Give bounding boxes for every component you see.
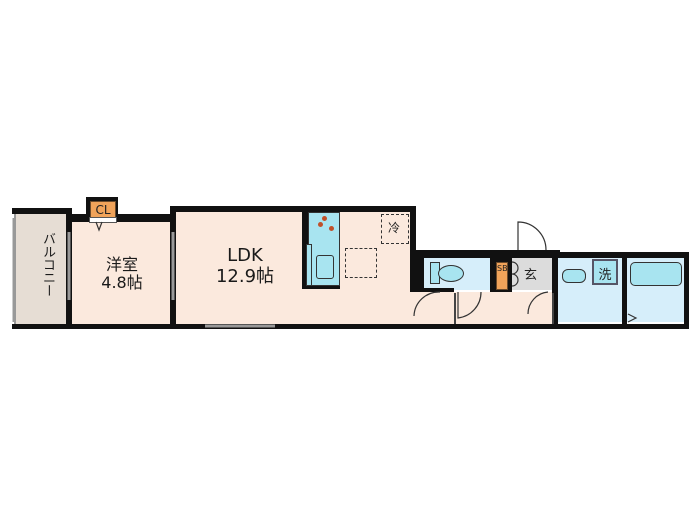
wall xyxy=(170,206,416,212)
stove-burner-icon xyxy=(318,222,323,227)
wall xyxy=(12,208,72,214)
wall xyxy=(302,284,340,289)
wall xyxy=(410,256,424,292)
western-room-label: 洋室 4.8帖 xyxy=(80,255,164,293)
western-room-floor xyxy=(72,222,170,324)
toilet-bowl-icon xyxy=(438,265,464,282)
wall xyxy=(552,252,688,258)
washer-label: 洗 xyxy=(598,268,612,283)
wall xyxy=(12,324,689,329)
counter-edge xyxy=(306,244,312,286)
entrance-label: 玄 xyxy=(524,268,538,283)
dining-table-space xyxy=(345,248,377,278)
wall xyxy=(424,288,454,292)
wash-basin-icon xyxy=(562,269,586,283)
wall xyxy=(410,250,560,258)
washer-space xyxy=(592,259,618,285)
ldk-size: 12.9帖 xyxy=(215,265,275,287)
wall xyxy=(552,256,558,326)
refrigerator-space xyxy=(381,214,409,244)
hallway-floor xyxy=(410,292,555,324)
shoe-box: SB xyxy=(496,262,508,290)
stove-burner-icon xyxy=(322,216,327,221)
ldk-floor xyxy=(176,212,410,324)
ldk-name: LDK xyxy=(227,245,263,266)
closet-door[interactable] xyxy=(89,217,117,223)
ldk-label: LDK 12.9帖 xyxy=(200,245,290,287)
wall xyxy=(684,252,689,328)
kitchen-sink-icon xyxy=(316,255,334,279)
wall xyxy=(410,206,416,256)
wall xyxy=(72,214,168,222)
stove-burner-icon xyxy=(329,226,334,231)
western-room-size: 4.8帖 xyxy=(101,273,143,293)
wall xyxy=(622,256,627,326)
refrigerator-label: 冷 xyxy=(387,221,400,235)
balcony-label: バルコニー xyxy=(40,232,55,297)
wall xyxy=(302,212,308,288)
entrance-floor xyxy=(512,258,552,290)
western-room-name: 洋室 xyxy=(105,255,138,274)
bathtub-icon xyxy=(630,262,682,286)
wall xyxy=(134,214,170,222)
